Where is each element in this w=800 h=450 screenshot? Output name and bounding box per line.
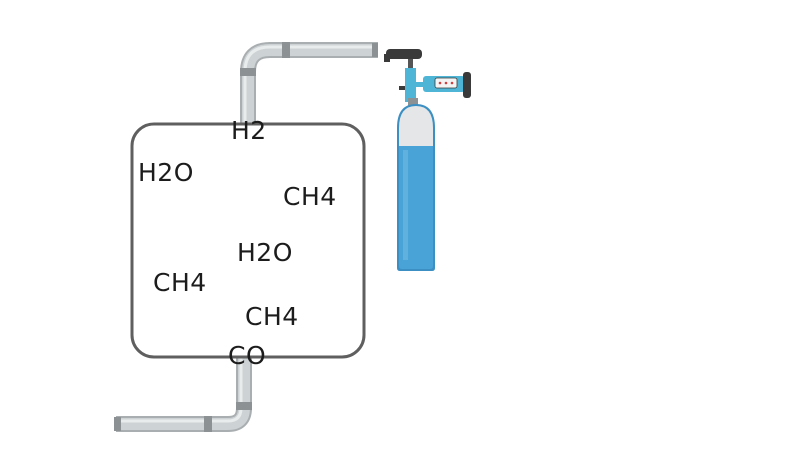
molecule-label-top-inlet: H2 xyxy=(231,116,267,145)
pipe-joint xyxy=(204,416,212,432)
molecule-label: H2O xyxy=(138,158,194,187)
outlet-pipe xyxy=(114,358,252,432)
pipe-end-cap xyxy=(114,417,121,431)
molecule-label: H2O xyxy=(237,238,293,267)
pipe-joint xyxy=(282,42,290,58)
valve-handle-icon[interactable] xyxy=(384,49,422,69)
reactor-vessel xyxy=(130,122,366,359)
molecule-label: CH4 xyxy=(153,268,207,297)
gas-cylinder-icon[interactable] xyxy=(397,98,435,271)
molecule-label: CH4 xyxy=(283,182,337,211)
inlet-pipe xyxy=(240,42,378,124)
pipe-joint xyxy=(240,68,256,76)
pipe-end-cap xyxy=(372,43,378,57)
pressure-regulator-icon[interactable] xyxy=(399,68,471,102)
pipe-joint xyxy=(236,402,252,410)
molecule-label: CH4 xyxy=(245,302,299,331)
molecule-label-bottom-outlet: CO xyxy=(228,341,267,370)
